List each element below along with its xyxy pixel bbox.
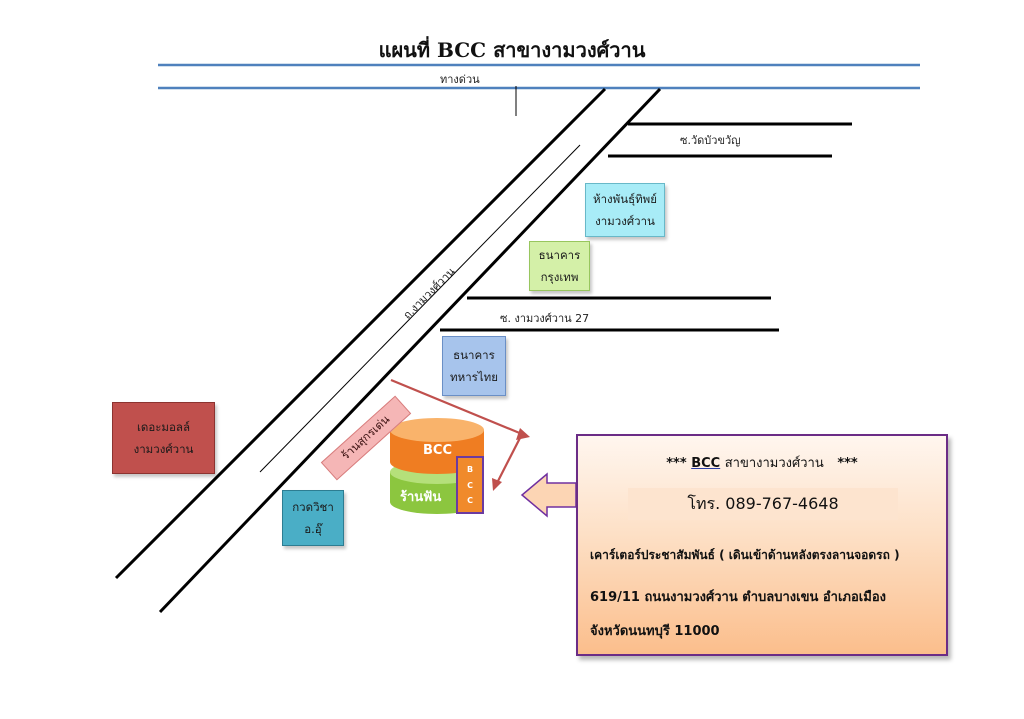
bcc-side-sign: B C C	[456, 456, 484, 514]
the-mall-name: เดอะมอลล์	[136, 420, 191, 434]
soi-27-label: ซ. งามวงศ์วาน 27	[500, 312, 590, 325]
bcc-building-top-label: BCC	[423, 443, 452, 458]
tutor-landmark: กวดวิชา อ.อุ๊	[282, 490, 344, 546]
bcc-side-letter: C	[467, 480, 473, 490]
bangkok-bank-line1: ธนาคาร	[538, 248, 581, 262]
main-road-right-edge	[158, 87, 662, 614]
tmb-bank-landmark: ธนาคาร ทหารไทย	[442, 336, 506, 396]
phone-band: โทร. 089-767-4648	[628, 488, 898, 520]
main-road-centre-line	[259, 144, 581, 473]
map-title: แผนที่ BCC สาขางามวงศ์วาน	[378, 38, 646, 62]
tutor-line1: กวดวิชา	[292, 500, 334, 514]
bcc-building-upper-top	[390, 418, 484, 442]
expressway-label: ทางด่วน	[440, 73, 480, 86]
dept-store-landmark: ห้างพันธุ์ทิพย์ งามวงศ์วาน	[585, 183, 665, 237]
bcc-side-letter: B	[466, 464, 474, 474]
soi-wat-bua-kwan-label: ซ.วัดบัวขวัญ	[680, 134, 741, 147]
branch-info-box: *** BCC สาขางามวงศ์วาน *** โทร. 089-767-…	[576, 434, 948, 656]
pointer-arrow-icon	[520, 472, 577, 518]
the-mall-landmark: เดอะมอลล์ งามวงศ์วาน	[112, 402, 215, 474]
heading-branch: สาขางามวงศ์วาน	[724, 456, 824, 471]
tutor-line2: อ.อุ๊	[304, 522, 322, 536]
tmb-bank-line1: ธนาคาร	[453, 348, 495, 362]
bangkok-bank-line2: กรุงเทพ	[540, 270, 579, 284]
route-arrowhead-1	[516, 428, 530, 440]
phone-number: โทร. 089-767-4648	[687, 493, 839, 513]
heading-stars-left: ***	[666, 456, 687, 471]
dept-store-branch: งามวงศ์วาน	[595, 214, 655, 228]
address-line-2: จังหวัดนนทบุรี 11000	[590, 624, 720, 639]
bangkok-bank-landmark: ธนาคาร กรุงเทพ	[529, 241, 590, 291]
branch-info-heading: *** BCC สาขางามวงศ์วาน ***	[578, 452, 946, 473]
heading-brand: BCC	[691, 456, 721, 471]
route-arrowhead-2	[492, 478, 502, 491]
bcc-side-letter: C	[467, 496, 473, 506]
heading-stars-right: ***	[837, 456, 858, 471]
the-mall-branch: งามวงศ์วาน	[133, 442, 194, 456]
bcc-building-bottom-label: ร้านฟัน	[400, 490, 442, 505]
tmb-bank-line2: ทหารไทย	[450, 370, 498, 384]
address-line-1: 619/11 ถนนงามวงศ์วาน ตำบลบางเขน อำเภอเมื…	[590, 590, 886, 605]
main-road-left-edge	[114, 87, 607, 580]
dept-store-name: ห้างพันธุ์ทิพย์	[592, 192, 657, 206]
location-note: เคาร์เตอร์ประชาสัมพันธ์ ( เดินเข้าด้านหล…	[590, 548, 900, 562]
